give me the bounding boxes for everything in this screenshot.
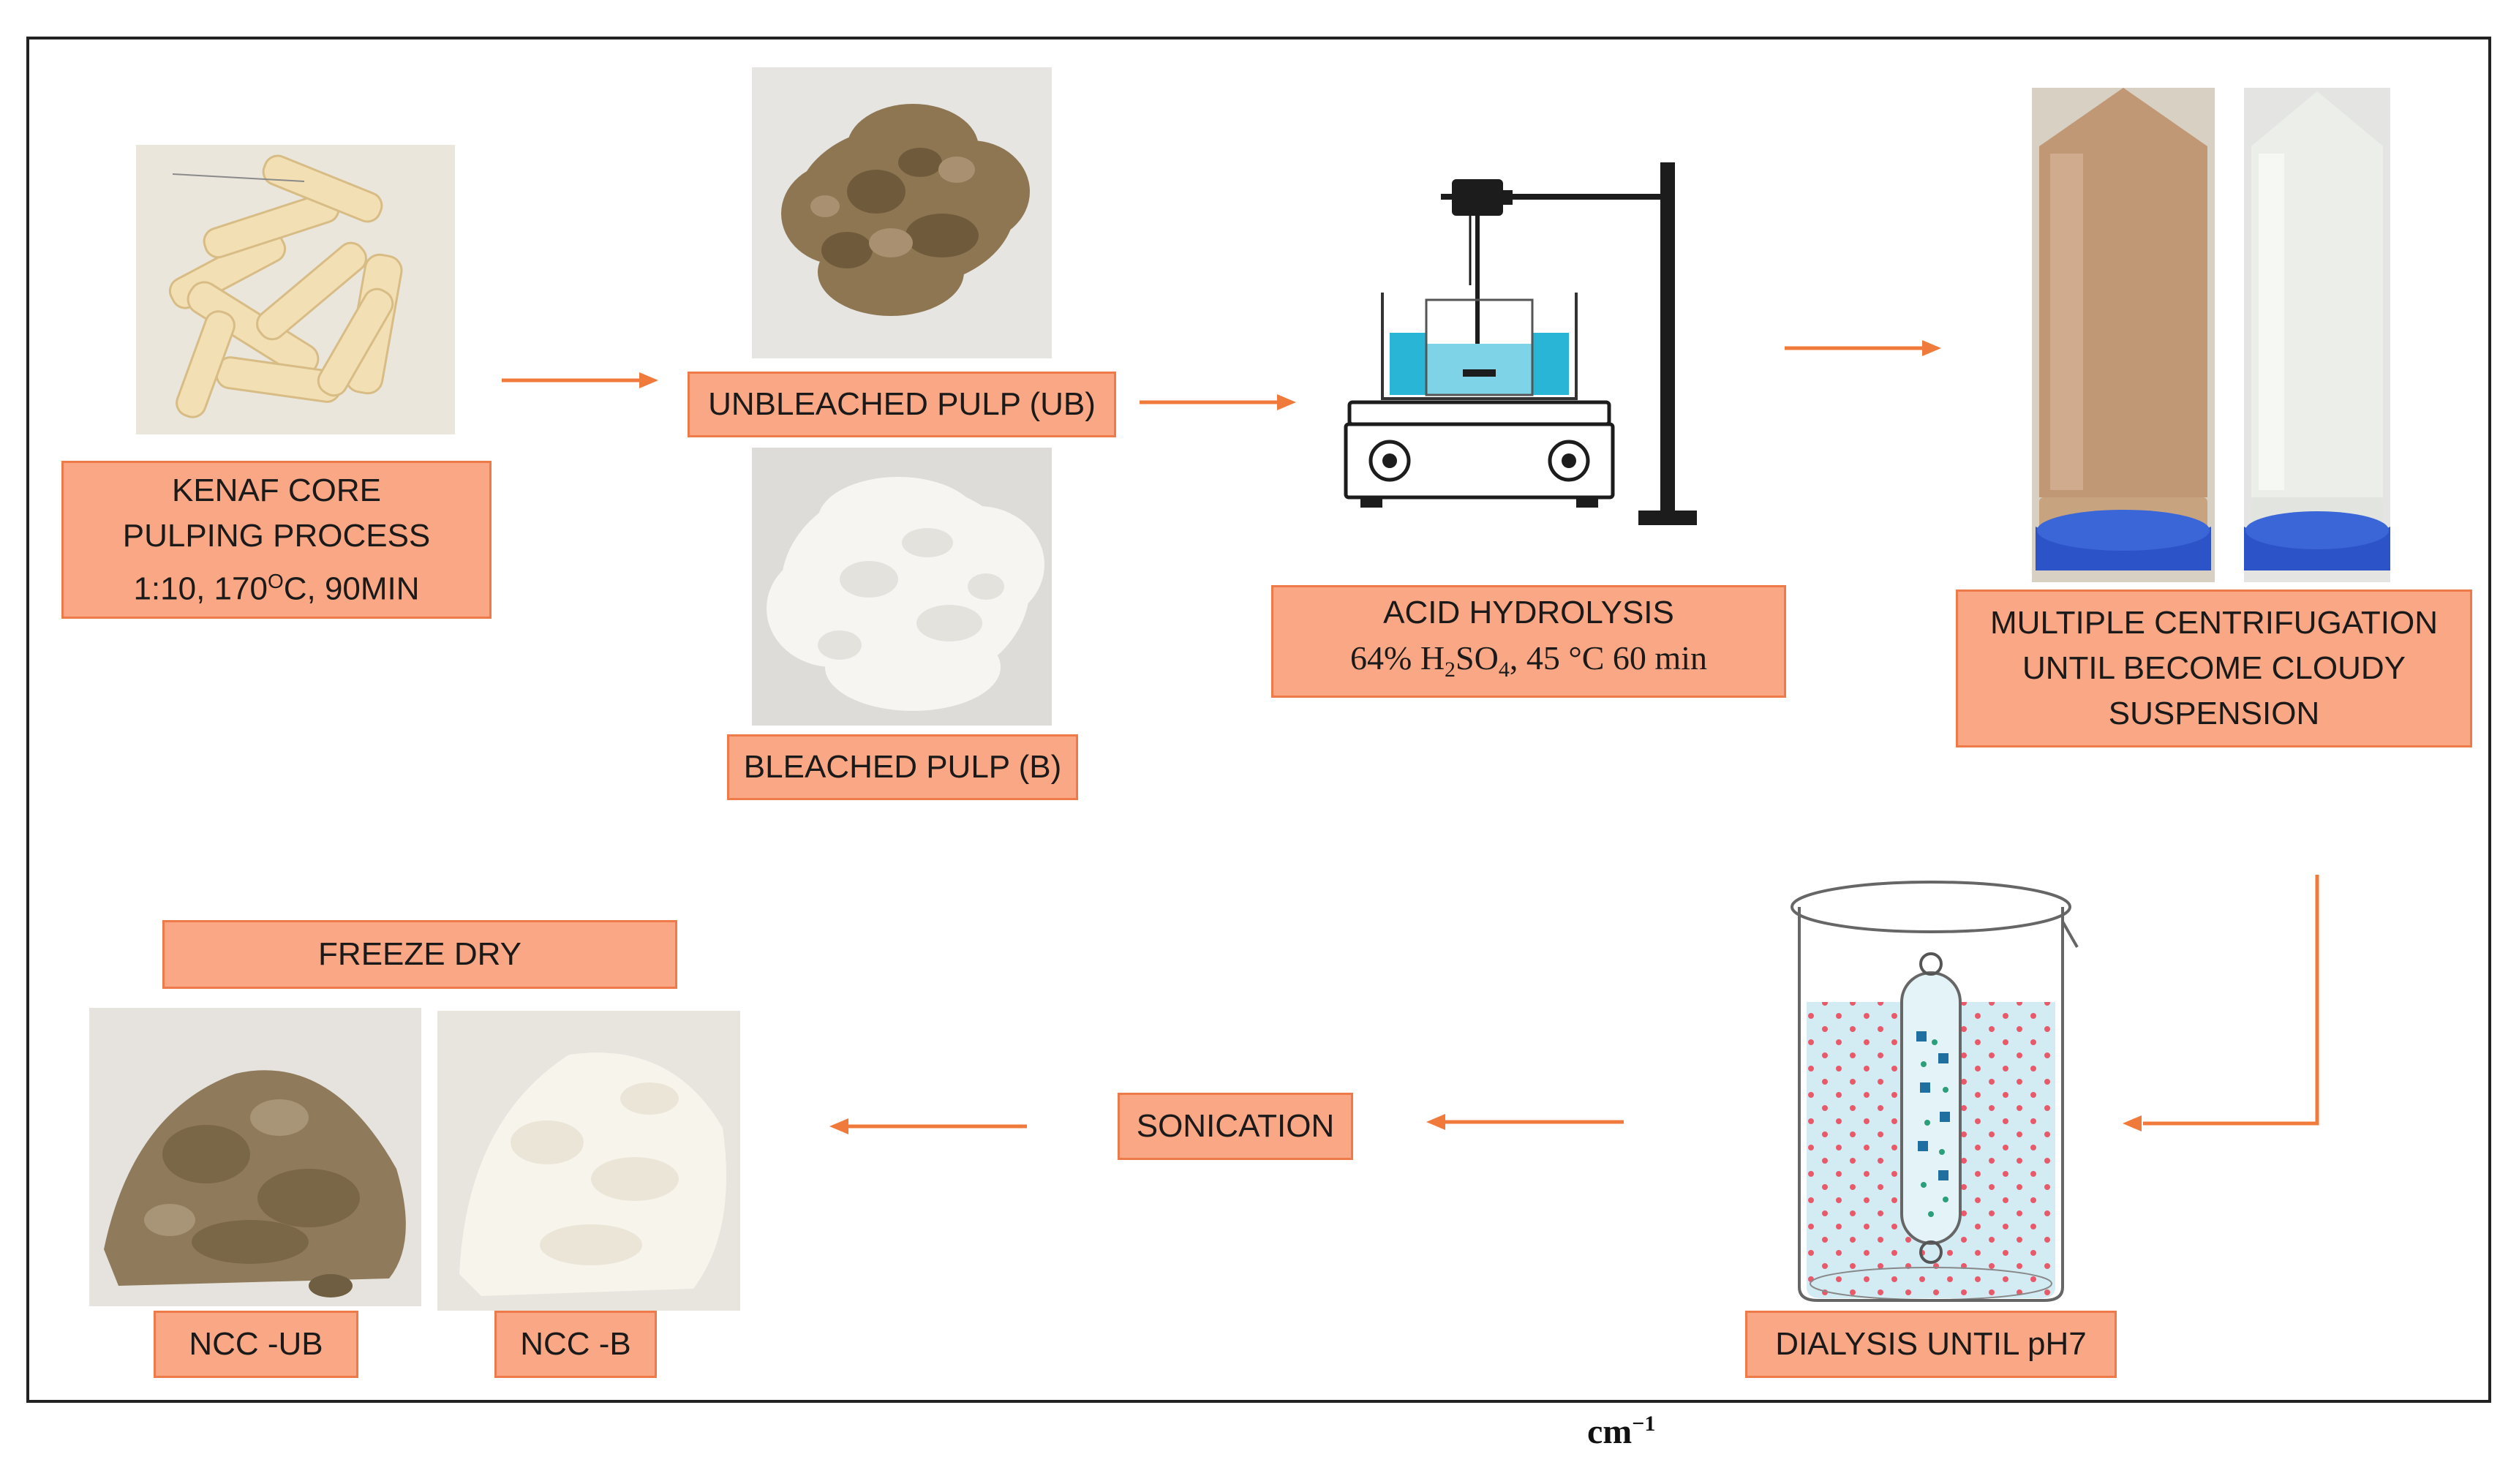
arrow-sonication-to-freeze-dry — [829, 1118, 1027, 1134]
kenaf-core-line2: PULPING PROCESS — [122, 517, 431, 554]
dialysis-text: DIALYSIS UNTIL pH7 — [1775, 1326, 2087, 1362]
ncc-ub-text: NCC -UB — [189, 1326, 323, 1362]
acid-hydrolysis-label: ACID HYDROLYSIS 64% H2SO4, 45 °C 60 min — [1271, 585, 1786, 698]
sonication-label: SONICATION — [1118, 1093, 1353, 1160]
bleached-pulp-text: BLEACHED PULP (B) — [743, 749, 1062, 785]
sonication-text: SONICATION — [1136, 1108, 1335, 1144]
ncc-ub-label: NCC -UB — [154, 1311, 358, 1378]
acid-hydrolysis-line2: 64% H2SO4, 45 °C 60 min — [1350, 639, 1707, 682]
kenaf-core-line3: 1:10, 170OC, 90MIN — [133, 569, 420, 607]
ncc-b-text: NCC -B — [520, 1326, 631, 1362]
dialysis-label: DIALYSIS UNTIL pH7 — [1745, 1311, 2117, 1378]
centrifuge-tubes-photo — [2032, 88, 2420, 582]
centrifugation-line2: UNTIL BECOME CLOUDY — [2022, 650, 2406, 686]
ncc-ub-photo — [89, 1008, 421, 1306]
kenaf-core-photo — [136, 145, 455, 434]
arrow-kenaf-to-pulp — [502, 372, 658, 388]
bleached-pulp-photo — [752, 448, 1052, 726]
arrow-centrifuge-to-dialysis — [2123, 875, 2319, 1131]
footer-unit: cm−1 — [1587, 1412, 1656, 1451]
acid-hydrolysis-apparatus — [1331, 154, 1726, 534]
centrifugation-line1: MULTIPLE CENTRIFUGATION — [1990, 605, 2438, 641]
ncc-b-label: NCC -B — [494, 1311, 657, 1378]
kenaf-core-label: KENAF CORE PULPING PROCESS 1:10, 170OC, … — [61, 461, 492, 619]
diagram-frame — [26, 37, 2491, 1403]
centrifugation-line3: SUSPENSION — [2108, 696, 2320, 731]
centrifugation-label: MULTIPLE CENTRIFUGATION UNTIL BECOME CLO… — [1956, 590, 2472, 747]
arrow-hydrolysis-to-centrifuge — [1785, 340, 1941, 356]
bleached-pulp-label: BLEACHED PULP (B) — [727, 734, 1078, 800]
arrow-pulp-to-hydrolysis — [1140, 394, 1296, 410]
dialysis-beaker — [1777, 878, 2085, 1302]
arrow-dialysis-to-sonication — [1426, 1114, 1624, 1130]
acid-hydrolysis-line1: ACID HYDROLYSIS — [1383, 594, 1674, 630]
unbleached-pulp-photo — [752, 67, 1052, 358]
freeze-dry-label: FREEZE DRY — [162, 920, 677, 989]
freeze-dry-text: FREEZE DRY — [318, 936, 522, 972]
ncc-b-photo — [437, 1011, 740, 1311]
unbleached-pulp-text: UNBLEACHED PULP (UB) — [708, 386, 1096, 422]
kenaf-core-line1: KENAF CORE — [171, 472, 382, 508]
unbleached-pulp-label: UNBLEACHED PULP (UB) — [688, 372, 1116, 437]
